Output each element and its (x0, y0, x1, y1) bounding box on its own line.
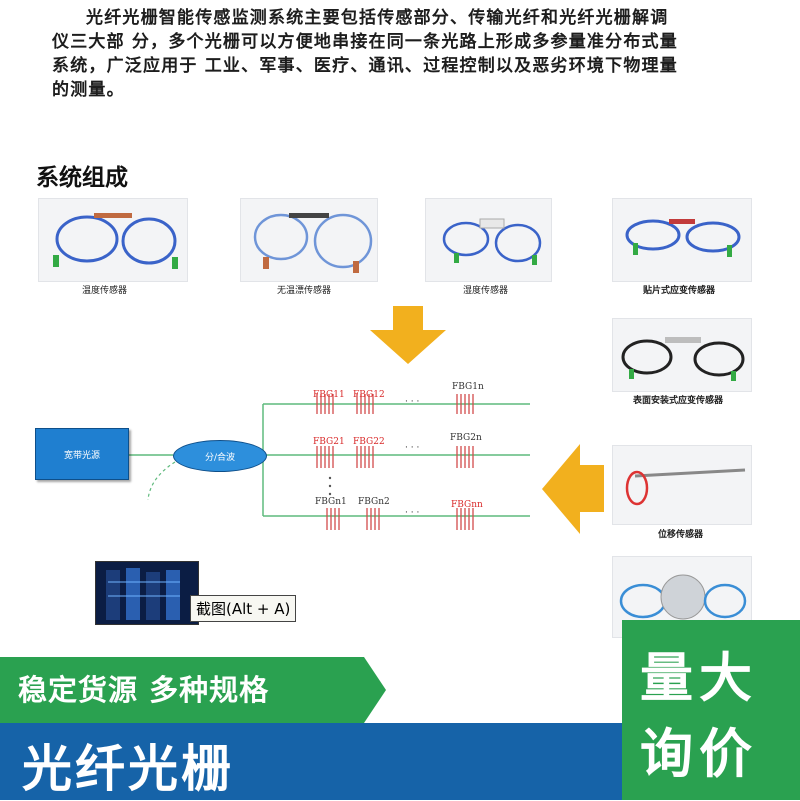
fiber-coil-illustration (253, 213, 373, 273)
caption-displacement-sensor: 位移传感器 (658, 530, 704, 540)
fiber-coil-illustration (625, 219, 741, 257)
surface-strain-sensor-photo (612, 318, 752, 392)
inquiry-line-1: 量大 (640, 648, 758, 709)
ellipsis: · · · (405, 508, 420, 518)
fiber-coil-illustration (619, 574, 747, 620)
temperature-sensor-photo (38, 198, 188, 282)
slogan-text: 稳定货源 多种规格 (18, 673, 270, 707)
product-name: 光纤光栅 (22, 740, 234, 798)
slogan-banner-tail (364, 657, 386, 723)
section-title: 系统组成 (36, 165, 128, 191)
fbg-label: FBGn1 (315, 497, 347, 507)
screenshot-tooltip: 截图(Alt + A) (190, 595, 297, 622)
fbg-label: FBG21 (313, 437, 345, 447)
left-arrow-icon (542, 444, 604, 534)
displacement-sensor-photo (612, 445, 752, 525)
caption-surface-strain-sensor: 表面安装式应变传感器 (633, 396, 724, 406)
caption-patch-strain-sensor: 贴片式应变传感器 (643, 286, 716, 296)
down-arrow-icon (370, 306, 446, 364)
athermal-sensor-photo (240, 198, 378, 282)
humidity-sensor-photo (425, 198, 552, 282)
fbg-label: FBGnn (451, 500, 483, 510)
ellipsis: · · · (405, 397, 420, 407)
fiber-coil-illustration (442, 218, 542, 265)
broadband-source-box: 宽带光源 (35, 428, 129, 480)
caption-temperature-sensor: 温度传感器 (82, 286, 128, 296)
ellipsis: · · · (405, 443, 420, 453)
fbg-label: FBG11 (313, 390, 345, 400)
slogan-banner (0, 657, 364, 723)
patch-strain-sensor-photo (612, 198, 752, 282)
fbg-label: FBG2n (450, 433, 482, 443)
displacement-sensor-illustration (625, 468, 746, 506)
inquiry-badge[interactable] (622, 620, 800, 800)
fbg-label: FBGn2 (358, 497, 390, 507)
fbg-label: FBG12 (353, 390, 385, 400)
fbg-label: FBG1n (452, 382, 484, 392)
splitter-combiner: 分/合波 (173, 440, 267, 472)
fbg-label: FBG22 (353, 437, 385, 447)
fiber-coil-illustration (53, 213, 178, 269)
intro-paragraph: 光纤光栅智能传感监测系统主要包括传感部分、传输光纤和光纤光栅解调仪三大部 分，多… (52, 8, 678, 100)
fiber-coil-illustration (621, 337, 745, 381)
caption-humidity-sensor: 湿度传感器 (463, 286, 509, 296)
caption-athermal-sensor: 无温漂传感器 (277, 286, 332, 296)
server-room-thumbnail (95, 561, 199, 625)
inquiry-line-2: 询价 (640, 724, 758, 785)
fbg-gratings (316, 394, 474, 530)
